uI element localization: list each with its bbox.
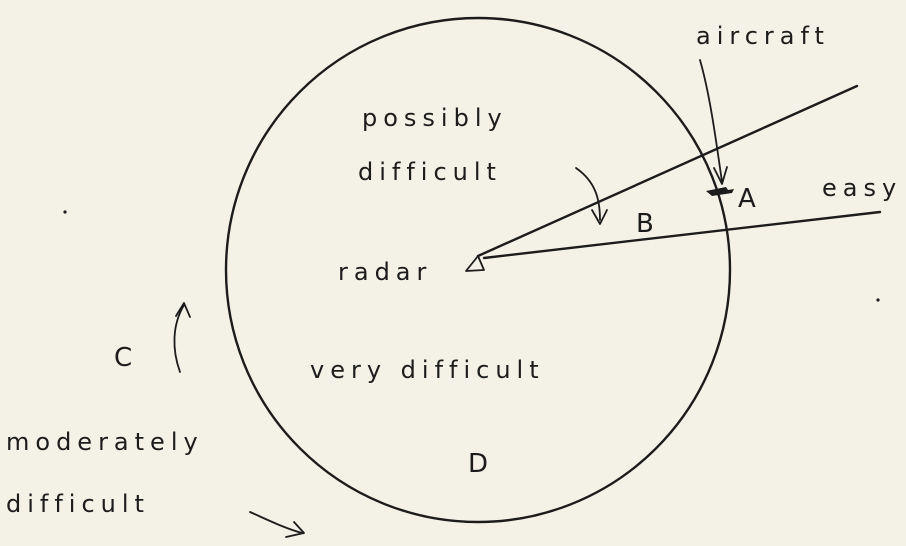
aircraft-icon xyxy=(706,187,734,196)
aircraft-pointer-arrowhead xyxy=(713,166,728,185)
region-d-label: D xyxy=(468,449,494,479)
moderately-difficult-pointer-arrowhead xyxy=(285,521,305,538)
radar-label: radar xyxy=(338,258,432,286)
region-c-label: C xyxy=(114,343,138,373)
aircraft-pointer-arrow xyxy=(699,59,723,183)
possibly-difficult-pointer-arrowhead xyxy=(591,209,608,225)
very-difficult-label: very difficult xyxy=(310,356,545,384)
possibly-difficult-label-line2: difficult xyxy=(358,158,502,186)
possibly-difficult-label-line1: possibly xyxy=(362,104,508,132)
speck xyxy=(876,298,880,302)
beam-lower-edge xyxy=(482,210,882,260)
region-c-arrow xyxy=(173,304,185,373)
moderately-difficult-label-line2: difficult xyxy=(6,490,150,518)
easy-label: easy xyxy=(822,174,902,202)
radar-coverage-circle xyxy=(224,16,732,524)
region-b-label: B xyxy=(636,209,660,239)
radar-icon xyxy=(465,255,485,272)
speck xyxy=(63,210,67,214)
beam-upper-edge xyxy=(476,84,859,258)
moderately-difficult-pointer-arrow xyxy=(249,511,303,534)
region-c-arrowhead xyxy=(175,302,191,318)
possibly-difficult-pointer-arrow xyxy=(575,167,601,221)
moderately-difficult-label-line1: moderately xyxy=(6,428,204,456)
aircraft-label: aircraft xyxy=(696,22,830,50)
region-a-label: A xyxy=(738,184,762,214)
